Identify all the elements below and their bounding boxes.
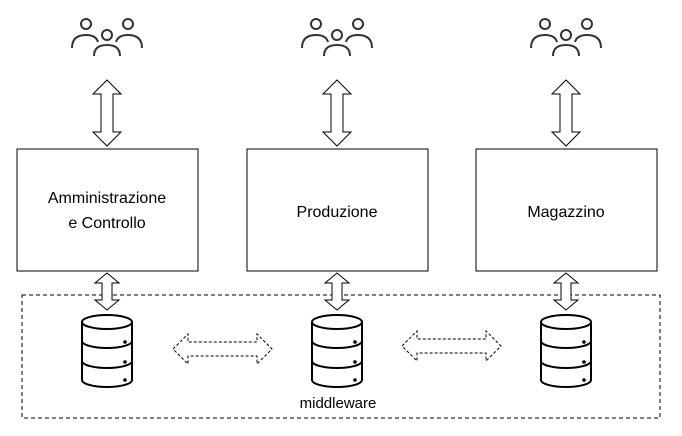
module-label: Produzione (297, 204, 378, 221)
module-db-double-arrow (552, 272, 580, 311)
user-module-double-arrow (91, 79, 123, 147)
module-label: Amministrazione (48, 190, 166, 207)
user-module-double-arrow (321, 79, 353, 147)
module-db-double-arrow (323, 272, 351, 311)
db-sync-dashed-arrow (401, 329, 502, 363)
module-box-magazzino (475, 148, 658, 272)
db-sync-dashed-arrow (172, 332, 273, 366)
module-label: Magazzino (527, 204, 604, 221)
module-box-amministrazione (16, 148, 199, 272)
users-group-icon (301, 18, 373, 57)
users-group-icon (71, 18, 143, 57)
module-label: e Controllo (68, 215, 145, 232)
user-module-double-arrow (550, 79, 582, 147)
database-icon (81, 314, 133, 388)
users-group-icon (530, 18, 602, 57)
module-box-produzione (246, 148, 429, 272)
database-icon (540, 314, 592, 388)
middleware-label: middleware (300, 395, 377, 412)
database-icon (311, 314, 363, 388)
module-db-double-arrow (93, 272, 121, 311)
